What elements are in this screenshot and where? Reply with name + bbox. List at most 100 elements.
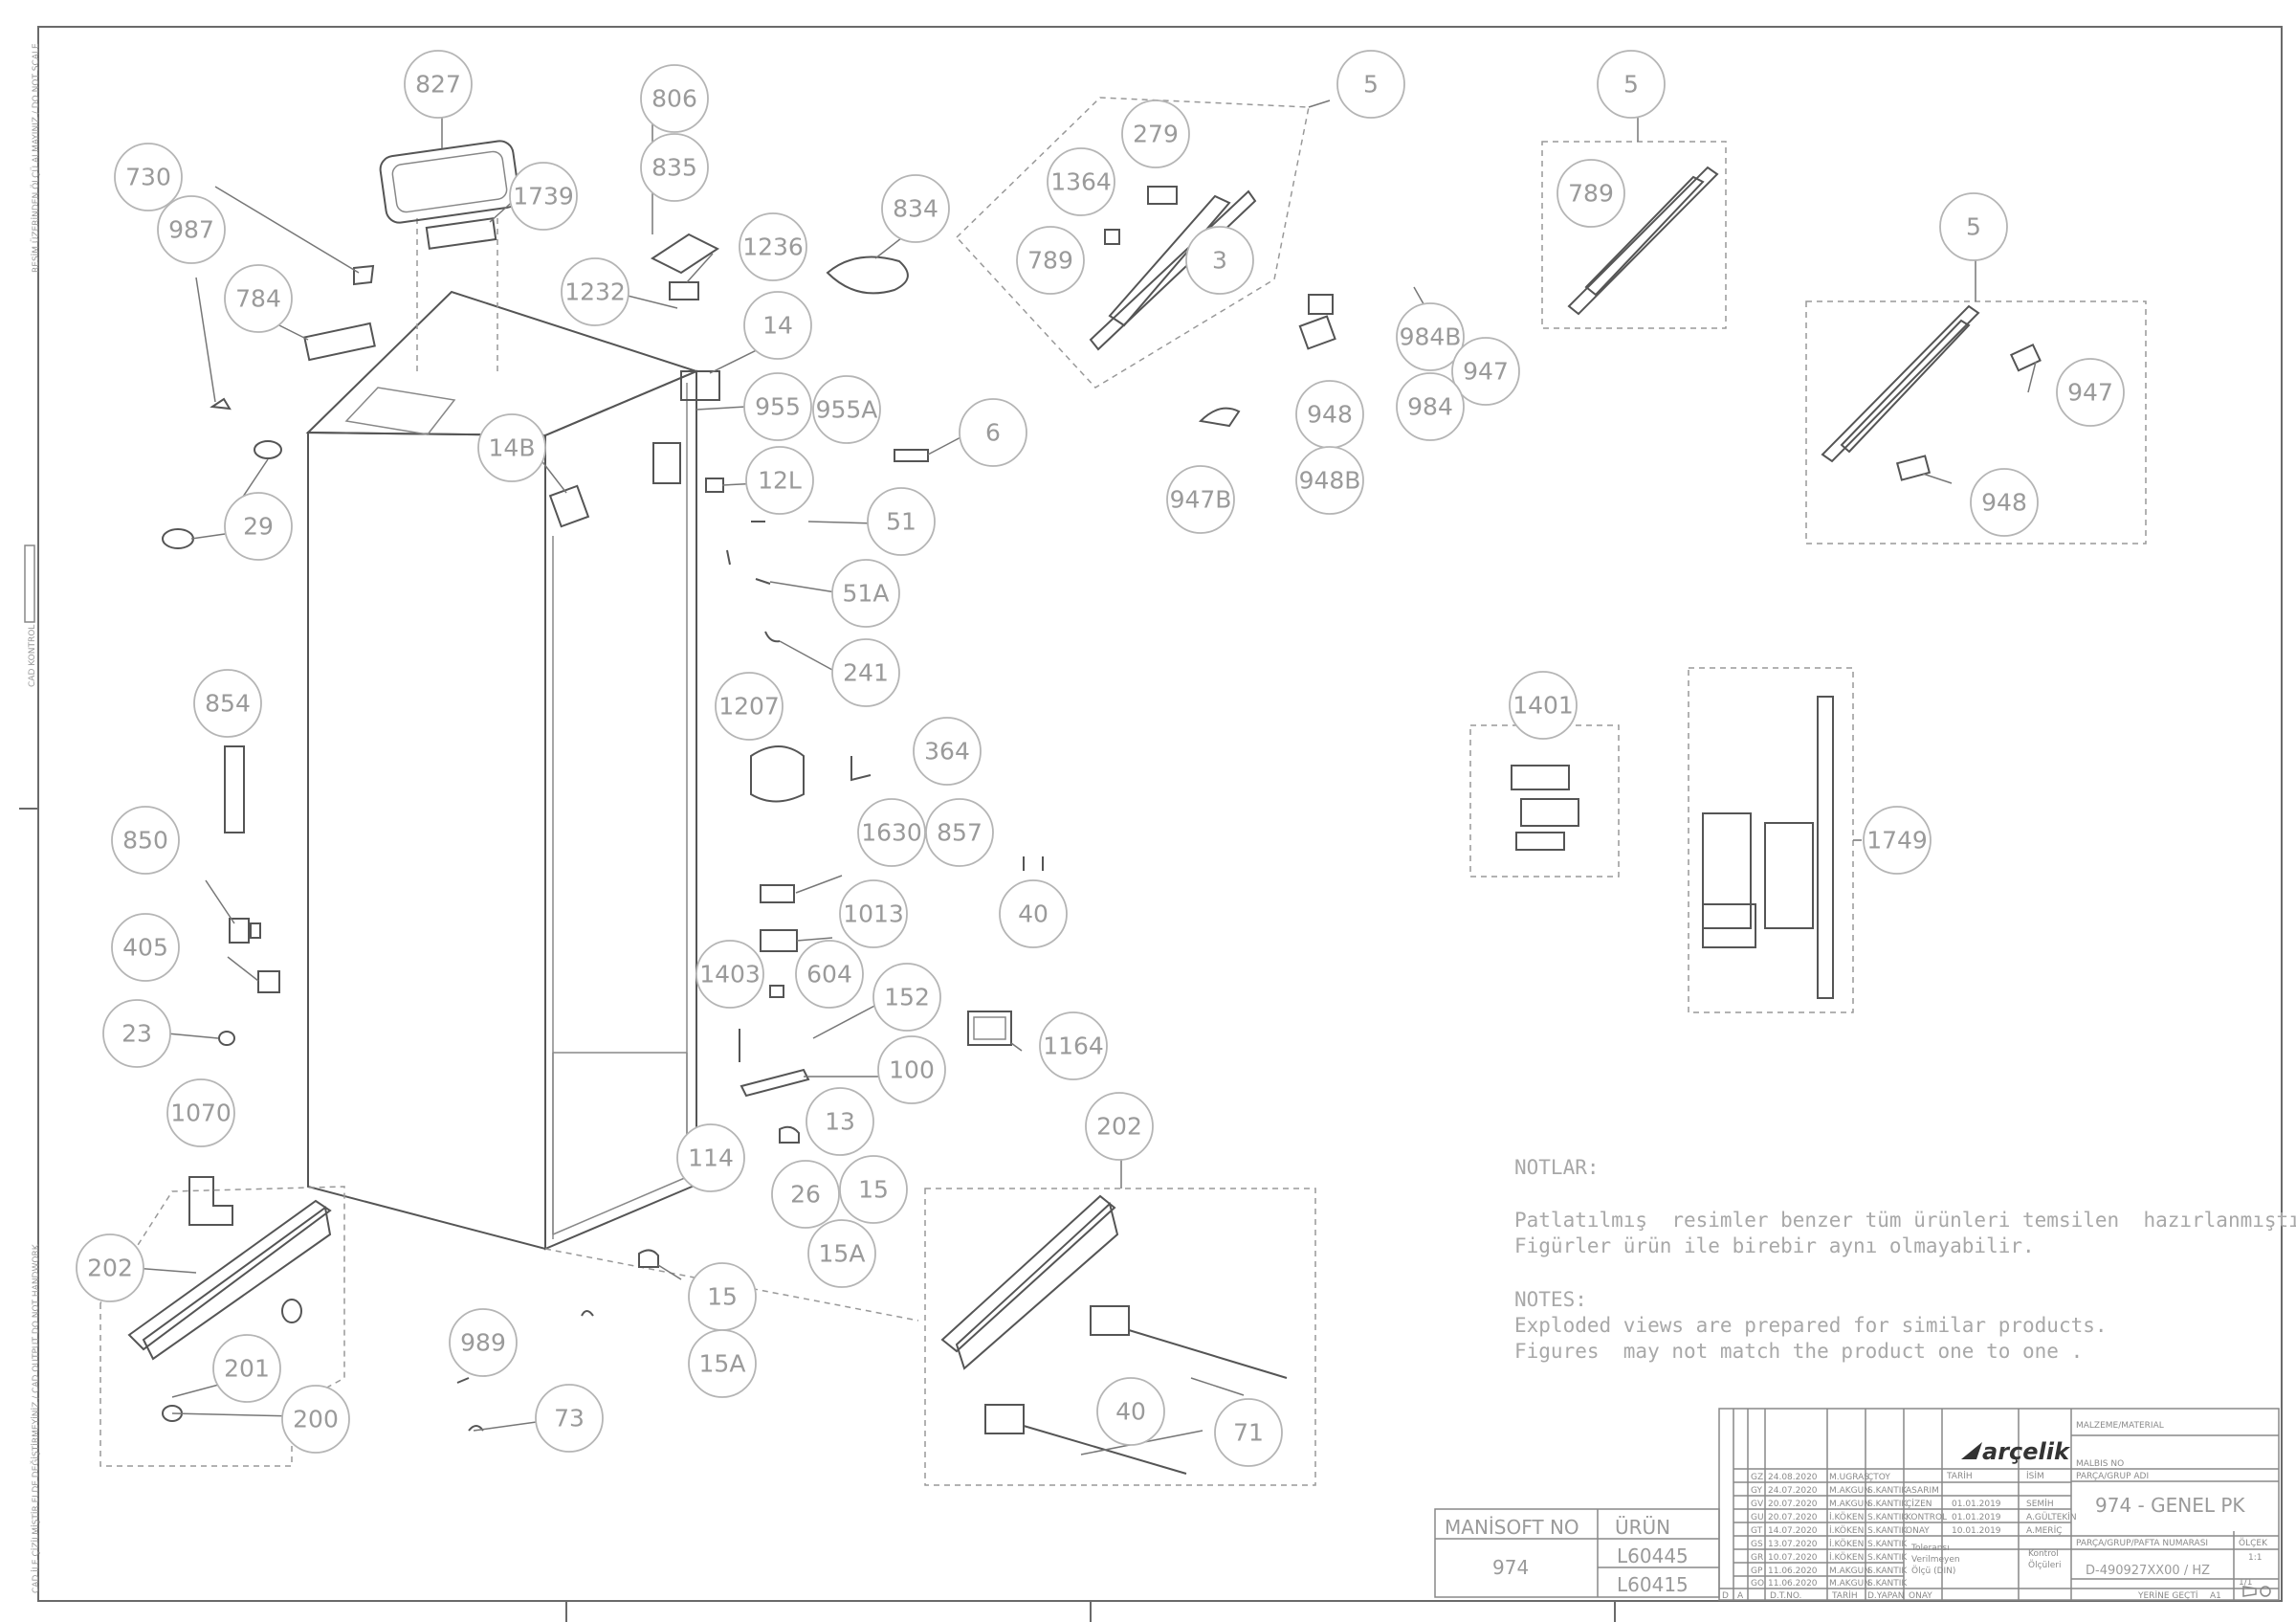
svg-text:947: 947 <box>2067 379 2113 407</box>
malzeme-label: MALZEME/MATERIAL <box>2076 1421 2164 1431</box>
urun-value-1: L60445 <box>1617 1544 1689 1567</box>
hinge-14-part <box>680 370 720 401</box>
svg-text:13: 13 <box>825 1108 855 1136</box>
callout-730: 730 <box>114 143 183 211</box>
svg-text:835: 835 <box>651 154 697 182</box>
svg-text:948: 948 <box>1981 489 2027 517</box>
part-947b <box>1198 407 1241 428</box>
svg-text:364: 364 <box>924 738 970 766</box>
svg-text:948: 948 <box>1307 401 1353 429</box>
svg-text:1236: 1236 <box>742 233 804 261</box>
svg-text:M.AKGUN: M.AKGUN <box>1829 1566 1870 1576</box>
manisoft-value: 974 <box>1492 1556 1529 1579</box>
svg-text:947B: 947B <box>1170 486 1232 514</box>
svg-text:A: A <box>1737 1591 1744 1601</box>
callout-1739: 1739 <box>509 162 578 231</box>
knob-835-part <box>651 233 719 275</box>
svg-text:850: 850 <box>122 827 168 855</box>
callout-1070: 1070 <box>166 1078 235 1147</box>
spring-241-part <box>764 631 781 643</box>
svg-text:1013: 1013 <box>843 900 904 928</box>
callout-14: 14 <box>743 291 812 360</box>
svg-text:202: 202 <box>1096 1113 1142 1141</box>
titleblock-product-table: MANİSOFT NO ÜRÜN 974 L60445 L60415 <box>1434 1508 1720 1598</box>
svg-text:5: 5 <box>1363 71 1379 99</box>
callout-1630: 1630 <box>857 798 926 867</box>
notes-en-heading: NOTES: <box>1514 1288 1587 1311</box>
part-23 <box>218 1031 235 1046</box>
frame-1164-part <box>967 1011 1012 1046</box>
sheet-border <box>37 26 2283 1602</box>
svg-text:S.KANTIK: S.KANTIK <box>1867 1540 1908 1549</box>
svg-text:73: 73 <box>554 1405 585 1433</box>
callout-948b: 948B <box>1295 446 1364 515</box>
svg-text:S.KANTIK: S.KANTIK <box>1867 1553 1908 1563</box>
svg-text:GY: GY <box>1751 1486 1763 1496</box>
part-948 <box>1298 315 1336 350</box>
clip-730-part <box>210 397 232 411</box>
svg-text:GZ: GZ <box>1751 1473 1763 1482</box>
parca-no-label: PARÇA/GRUP/PAFTA NUMARASI <box>2076 1539 2208 1548</box>
svg-text:5: 5 <box>1623 71 1639 99</box>
callout-200: 200 <box>281 1385 350 1454</box>
svg-text:789: 789 <box>1568 180 1614 208</box>
valve-1070-part <box>188 1176 233 1226</box>
grommet-part <box>254 440 282 459</box>
callout-152: 152 <box>872 963 941 1032</box>
callout-6: 6 <box>959 398 1027 467</box>
svg-text:1749: 1749 <box>1866 827 1928 855</box>
manisoft-label: MANİSOFT NO <box>1445 1516 1579 1539</box>
svg-text:1070: 1070 <box>170 1100 232 1127</box>
svg-text:13.07.2020: 13.07.2020 <box>1768 1540 1818 1549</box>
side-label-bottom: CAD İLE ÇİZİLMİŞTİR ELDE DEĞİŞTİRMEYİNİZ… <box>30 1243 41 1593</box>
callout-955: 955 <box>743 372 812 441</box>
svg-text:789: 789 <box>1027 247 1073 275</box>
svg-text:405: 405 <box>122 934 168 962</box>
callout-241: 241 <box>831 638 900 707</box>
filter-854-part <box>224 745 245 833</box>
svg-text:20.07.2020: 20.07.2020 <box>1768 1513 1818 1522</box>
svg-text:TARİH: TARİH <box>1831 1590 1858 1601</box>
clip-987-part <box>353 264 375 286</box>
grommet-29-part <box>162 528 194 549</box>
callout-850: 850 <box>111 806 180 875</box>
svg-text:S.KANTIK: S.KANTIK <box>1867 1579 1908 1589</box>
svg-text:1403: 1403 <box>699 961 761 989</box>
urun-value-2: L60415 <box>1617 1573 1689 1596</box>
svg-text:202: 202 <box>87 1255 133 1282</box>
callout-40-a: 40 <box>999 879 1068 948</box>
svg-text:SEMİH: SEMİH <box>2026 1499 2054 1509</box>
screw-989-part <box>456 1377 470 1384</box>
svg-text:279: 279 <box>1133 121 1179 148</box>
svg-text:71: 71 <box>1233 1419 1264 1447</box>
callout-12l: 12L <box>745 446 814 515</box>
svg-text:834: 834 <box>893 195 938 223</box>
svg-text:955: 955 <box>755 393 801 421</box>
svg-text:989: 989 <box>460 1329 506 1357</box>
svg-text:955A: 955A <box>816 396 878 424</box>
part-1403 <box>769 985 784 998</box>
hinge-984b-part <box>1308 294 1334 315</box>
svg-text:3: 3 <box>1212 247 1227 275</box>
svg-text:730: 730 <box>125 164 171 191</box>
callout-947b: 947B <box>1166 465 1235 534</box>
svg-text:20.07.2020: 20.07.2020 <box>1768 1500 1818 1509</box>
svg-text:24.08.2020: 24.08.2020 <box>1768 1473 1818 1482</box>
part-12l <box>705 478 724 493</box>
svg-text:İ.KÖKEN: İ.KÖKEN <box>1829 1552 1864 1563</box>
callout-14b: 14B <box>477 413 546 482</box>
callout-13: 13 <box>806 1087 874 1156</box>
svg-text:784: 784 <box>235 285 281 313</box>
svg-text:GT: GT <box>1751 1526 1763 1536</box>
svg-text:M.UGRAS: M.UGRAS <box>1829 1473 1869 1482</box>
svg-text:GO: GO <box>1751 1579 1764 1589</box>
callout-202-b: 202 <box>1085 1092 1154 1161</box>
top-lid-part <box>379 140 520 224</box>
svg-text:10.07.2020: 10.07.2020 <box>1768 1553 1818 1563</box>
hinge-14b-part <box>548 484 590 528</box>
svg-text:14.07.2020: 14.07.2020 <box>1768 1526 1818 1536</box>
svg-text:M.AKGUN: M.AKGUN <box>1829 1500 1870 1509</box>
svg-text:201: 201 <box>224 1355 270 1383</box>
callout-279: 279 <box>1121 100 1190 168</box>
